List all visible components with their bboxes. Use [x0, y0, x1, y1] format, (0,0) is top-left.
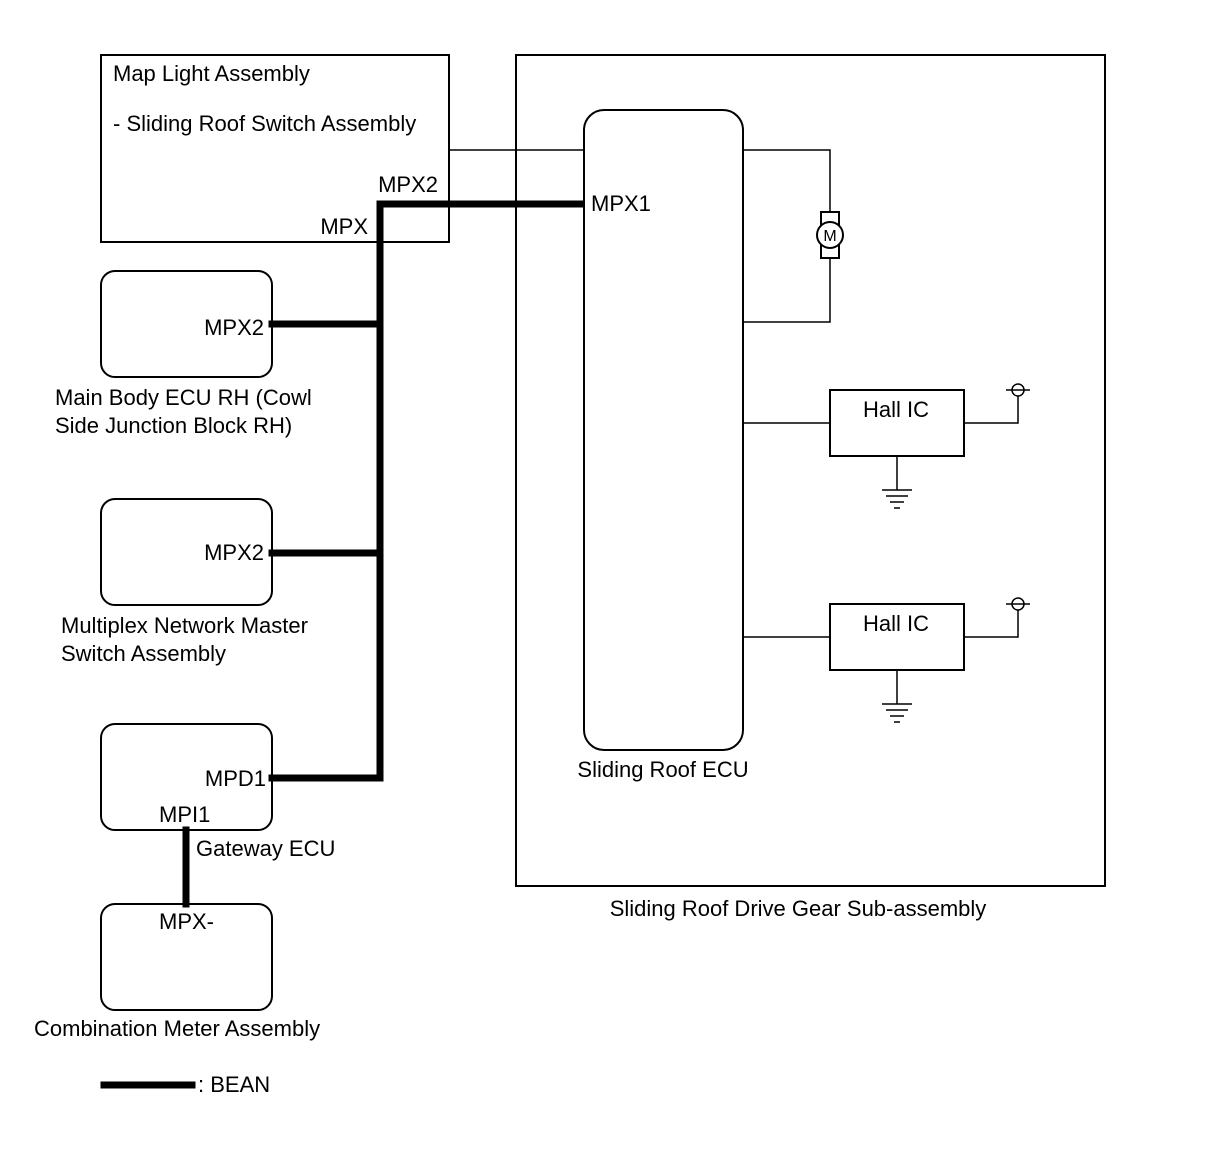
ground-icon	[882, 489, 912, 509]
motor-wire-bottom	[743, 258, 831, 323]
map-light-title: Map Light Assembly	[113, 61, 310, 86]
legend-bean-label: : BEAN	[198, 1072, 270, 1097]
power-terminal-icon	[1006, 597, 1030, 611]
hall-ic-1-label: Hall IC	[863, 397, 929, 422]
power-terminal-icon	[1006, 383, 1030, 397]
map-light-pin-mpx2: MPX2	[378, 172, 438, 197]
motor-icon: M	[816, 211, 844, 259]
gateway-ecu-label: Gateway ECU	[196, 836, 335, 861]
map-light-subtitle: - Sliding Roof Switch Assembly	[113, 111, 416, 136]
master-switch-label-1: Multiplex Network Master	[61, 613, 308, 638]
drive-gear-label: Sliding Roof Drive Gear Sub-assembly	[610, 896, 987, 921]
master-switch-pin: MPX2	[204, 540, 264, 565]
sliding-roof-ecu-box	[583, 109, 744, 751]
main-body-ecu-pin: MPX2	[204, 315, 264, 340]
motor-symbol: M	[823, 228, 836, 245]
hall-ic-2-power-wire	[964, 610, 1019, 638]
combination-meter-pin: MPX-	[159, 909, 214, 934]
master-switch-label-2: Switch Assembly	[61, 641, 226, 666]
main-body-ecu-label-1: Main Body ECU RH (Cowl	[55, 385, 312, 410]
combination-meter-label: Combination Meter Assembly	[34, 1016, 320, 1041]
hall-ic-1-box	[829, 389, 965, 457]
map-light-box	[100, 54, 450, 243]
gateway-ecu-pin-mpi1: MPI1	[159, 802, 210, 827]
ground-icon	[882, 703, 912, 723]
sliding-roof-ecu-pin: MPX1	[591, 191, 651, 216]
gateway-ecu-pin-mpd1: MPD1	[205, 766, 266, 791]
hall-ic-1-power-wire	[964, 396, 1019, 424]
hall-ic-2-label: Hall IC	[863, 611, 929, 636]
hall-ic-2-box	[829, 603, 965, 671]
main-body-ecu-label-2: Side Junction Block RH)	[55, 413, 292, 438]
motor-wire-top	[743, 149, 831, 212]
map-light-pin-mpx: MPX	[320, 214, 368, 239]
sliding-roof-ecu-label: Sliding Roof ECU	[577, 757, 748, 782]
